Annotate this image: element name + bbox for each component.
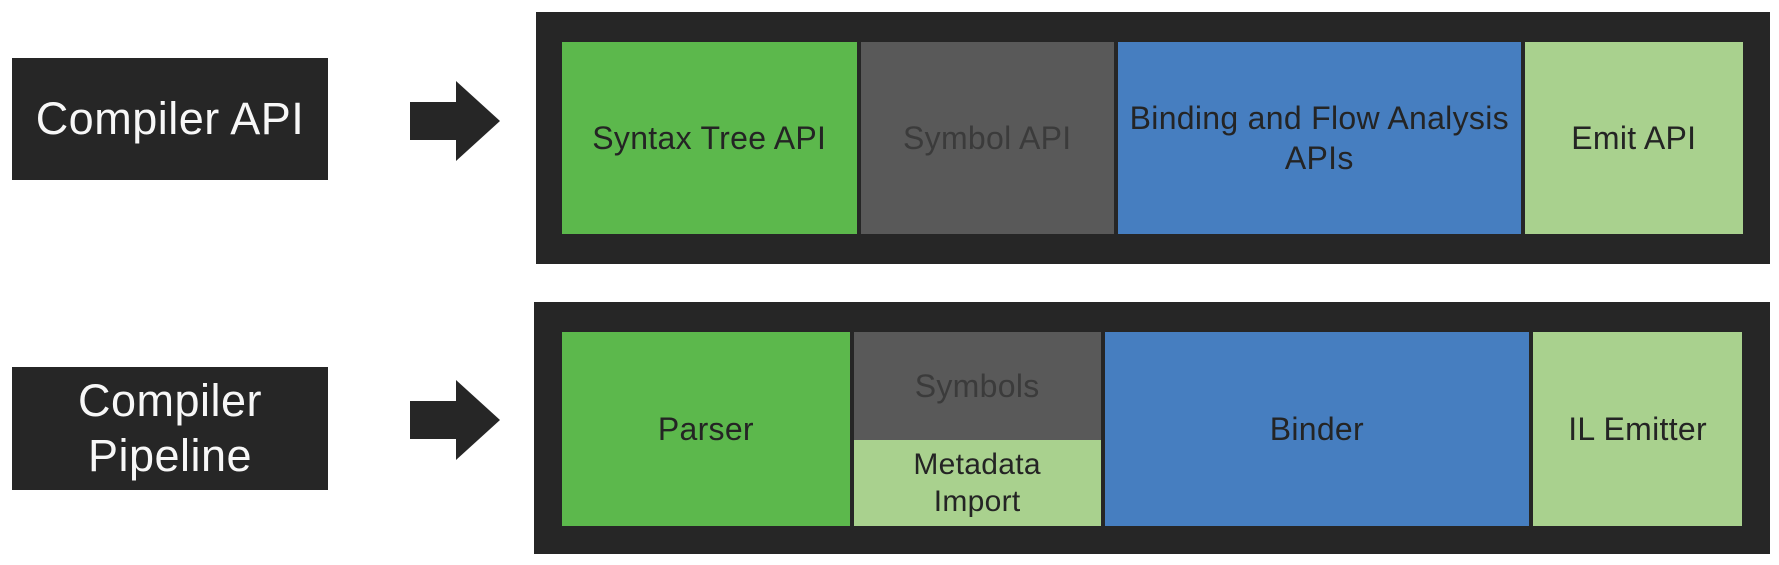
symbols-metadata-column: Symbols Metadata Import <box>853 332 1101 526</box>
compiler-api-label: Compiler API <box>12 58 328 180</box>
arrow-head <box>456 81 500 161</box>
arrow-tail <box>410 102 457 140</box>
arrow-right-icon <box>410 81 500 161</box>
compiler-pipeline-label: Compiler Pipeline <box>12 367 328 490</box>
cell-symbols: Symbols <box>853 332 1101 440</box>
arrow-tail <box>410 401 457 439</box>
cell-binder: Binder <box>1104 332 1530 526</box>
cell-emit-api: Emit API <box>1524 42 1743 234</box>
compiler-pipeline-label-line-2: Pipeline <box>87 429 253 481</box>
metadata-line-1: Metadata <box>913 447 1041 481</box>
cell-il-emitter: IL Emitter <box>1533 332 1742 526</box>
cell-syntax-tree-api: Syntax Tree API <box>562 42 857 234</box>
metadata-line-2: Import <box>933 485 1021 518</box>
binding-line-1: Binding and Flow Analysis <box>1129 100 1509 136</box>
arrow-head <box>456 380 500 460</box>
cell-metadata-import: Metadata Import <box>853 440 1101 526</box>
compiler-api-container: Syntax Tree API Symbol API Binding and F… <box>536 12 1770 264</box>
cell-parser: Parser <box>562 332 850 526</box>
cell-symbol-api: Symbol API <box>860 42 1114 234</box>
arrow-right-icon <box>410 380 500 460</box>
cell-binding-flow-analysis-apis: Binding and Flow Analysis APIs <box>1117 42 1521 234</box>
compiler-pipeline-label-line-1: Compiler <box>77 374 263 426</box>
compiler-api-label-text: Compiler API <box>35 92 305 144</box>
compiler-pipeline-container: Parser Symbols Metadata Import Binder IL… <box>534 302 1770 554</box>
binding-line-2: APIs <box>1284 140 1354 176</box>
